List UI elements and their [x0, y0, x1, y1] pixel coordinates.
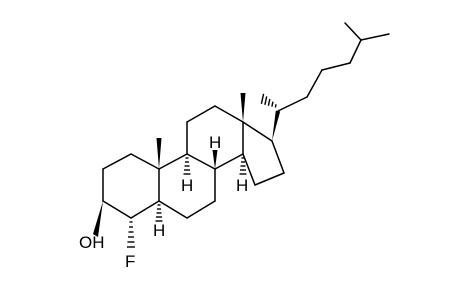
- hydroxyl-label: OH: [79, 233, 105, 252]
- ring-c: [186, 105, 244, 170]
- c17-side-chain-wedge: [272, 110, 281, 141]
- h14-label: H: [236, 176, 248, 195]
- c14-h-hash: [239, 157, 247, 175]
- ring-b: [158, 153, 216, 219]
- c9-h-hash: [183, 157, 191, 175]
- c10-methyl-wedge: [156, 138, 162, 169]
- c5-h-hash: [155, 204, 163, 222]
- ring-a: [102, 153, 160, 219]
- c8-h-wedge: [212, 150, 218, 169]
- fluorine-label: F: [125, 252, 135, 271]
- side-chain: [272, 22, 390, 141]
- c13-methyl-wedge: [240, 93, 246, 122]
- h8-label: H: [209, 133, 221, 152]
- c3-oh-wedge: [93, 201, 103, 237]
- h9-label: H: [181, 176, 193, 195]
- c4-fluoro-hash: [127, 221, 135, 248]
- h5-label: H: [153, 221, 165, 240]
- ring-d: [242, 121, 285, 186]
- c20-methyl-hash: [260, 93, 277, 108]
